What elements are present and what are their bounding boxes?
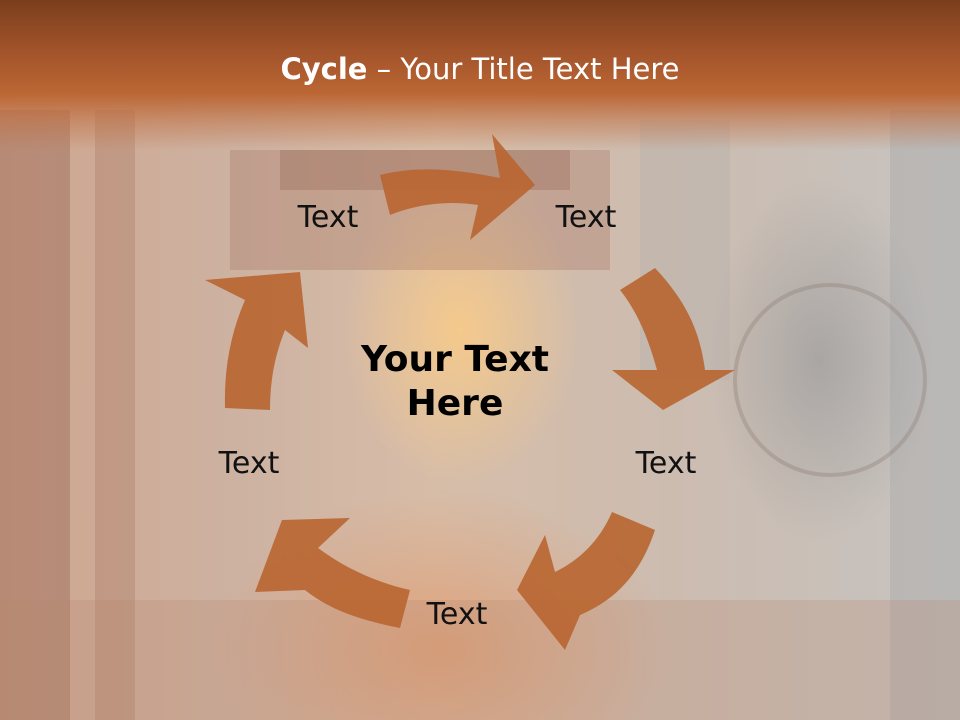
cycle-arrow-4[interactable] — [255, 518, 410, 628]
cycle-node-4-label[interactable]: Text — [426, 597, 488, 632]
slide-title[interactable]: Cycle – Your Title Text Here — [0, 52, 960, 86]
center-text[interactable]: Your Text Here — [330, 338, 580, 426]
title-bar — [0, 0, 960, 150]
cycle-arrow-2[interactable] — [612, 268, 735, 410]
cycle-node-3-label[interactable]: Text — [635, 446, 697, 481]
title-text: – Your Title Text Here — [367, 52, 680, 86]
left-post — [95, 110, 135, 720]
center-text-line-1: Your Text — [360, 339, 550, 380]
cycle-arrow-1[interactable] — [380, 134, 535, 240]
cycle-arrow-5[interactable] — [205, 272, 308, 410]
cycle-node-1-label[interactable]: Text — [297, 200, 359, 235]
floor — [0, 600, 960, 720]
cycle-node-2-label[interactable]: Text — [555, 200, 617, 235]
cycle-arrow-3[interactable] — [517, 512, 655, 650]
right-wall — [890, 110, 960, 720]
machine-wheel — [733, 283, 927, 477]
center-text-line-2: Here — [406, 383, 504, 424]
title-bold: Cycle — [280, 52, 368, 86]
cycle-arrows — [205, 134, 735, 650]
left-pillar — [0, 110, 70, 720]
cycle-node-5-label[interactable]: Text — [218, 446, 280, 481]
